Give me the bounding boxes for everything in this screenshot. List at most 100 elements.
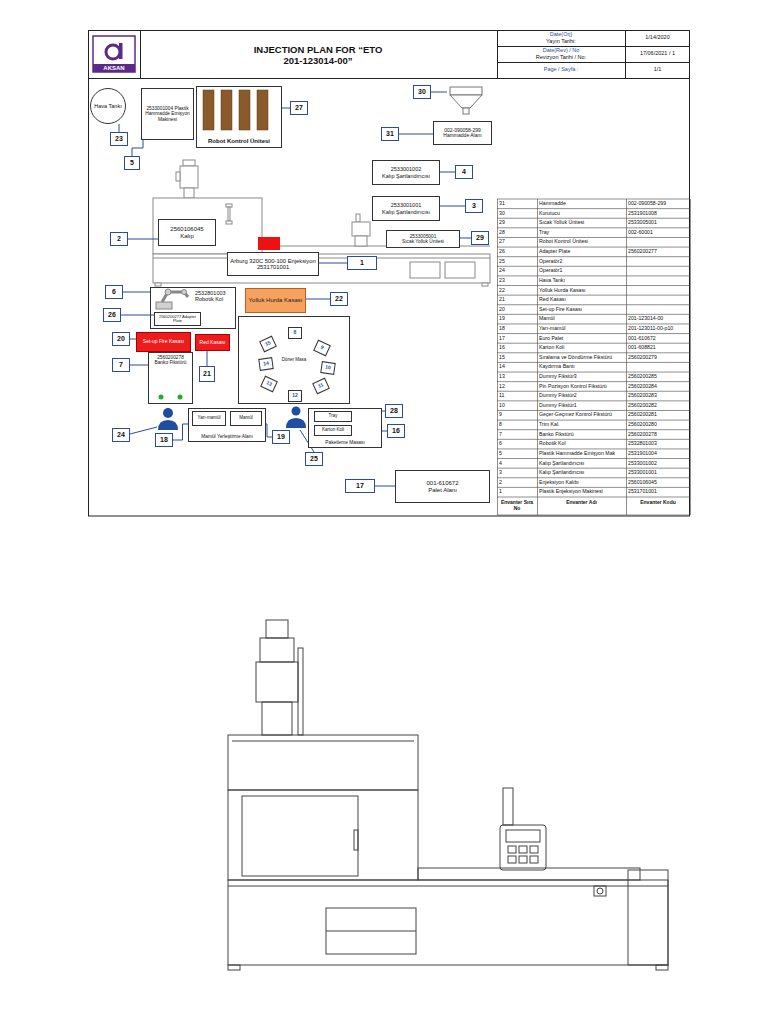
tank-circle: Hava Tankı xyxy=(90,88,126,124)
machine-part xyxy=(482,283,488,286)
node-text: Kalıp Şartlandırıcısı xyxy=(382,209,430,215)
node-text: 20 xyxy=(117,335,125,343)
table-cell: Geçer-Geçmez Kontrol Fikstürü xyxy=(537,410,626,420)
table-cell: 2560200285 xyxy=(626,372,690,382)
table-cell: 17 xyxy=(497,334,537,344)
fixture-number: 15 xyxy=(259,336,277,353)
table-cell: Sıralama ve Döndürme Fikstürü xyxy=(537,353,626,363)
table-rule xyxy=(497,420,690,421)
machine-part xyxy=(354,830,358,850)
table-cell: 7 xyxy=(497,430,537,440)
machine-foot xyxy=(656,965,668,970)
inventory-grid xyxy=(497,199,691,515)
node-text: 13 xyxy=(265,380,272,387)
robot-joint xyxy=(165,289,171,295)
callout-number: 17 xyxy=(345,479,375,493)
table-cell: 8 xyxy=(497,420,537,430)
table-cell: Yolluk Hurda Kasası xyxy=(537,286,626,296)
layout-box: 2533001001Kalıp Şartlandırıcısı xyxy=(372,196,440,221)
layout-box: Arburg 320C 500-100 Enjeksiyon 253170100… xyxy=(227,252,319,276)
node-text: 2560200277 Adapter Plate xyxy=(157,315,198,324)
table-cell: Banko Fikstürü xyxy=(537,430,626,440)
table-rule xyxy=(626,199,627,515)
leader-connector xyxy=(119,124,120,132)
callout-number: 21 xyxy=(199,366,215,382)
machine-part xyxy=(410,262,440,278)
table-cell: 001-610672 xyxy=(626,334,690,344)
logo-band xyxy=(93,64,135,72)
table-cell: 201-123011-00-p10 xyxy=(626,324,690,334)
table-cell: Euro Palet xyxy=(537,334,626,344)
robot-joint xyxy=(182,290,187,295)
table-cell: Sıcak Yolluk Ünitesi xyxy=(537,218,626,228)
table-cell: 11 xyxy=(497,391,537,401)
table-rule xyxy=(497,237,690,238)
leader-line xyxy=(130,427,157,434)
table-cell: 201-123014-00 xyxy=(626,314,690,324)
robot-controller-stripes xyxy=(203,90,268,130)
machine-part xyxy=(445,262,475,278)
table-cell: 13 xyxy=(497,372,537,382)
table-cell: Kalıp Şartlandırıcısı xyxy=(537,459,626,469)
node-text: 2533001004 Plastik Hammadde Emişyon Maki… xyxy=(144,106,191,122)
station-box: Karton Koli xyxy=(314,425,352,436)
table-rule xyxy=(497,199,690,200)
node-text: Robot Kontrol Ünitesi xyxy=(208,138,270,145)
leader-connector xyxy=(130,365,148,366)
fixture-number: 11 xyxy=(312,378,330,395)
node-text: Mamül Yerleştirme Alanı xyxy=(201,434,252,439)
table-cell: 25 xyxy=(497,257,537,267)
table-cell: 6 xyxy=(497,439,537,449)
layout-box: Mamül Yerleştirme AlanıYarı-mamülMamül xyxy=(188,408,266,442)
table-cell: Dummy Fikstür2 xyxy=(537,391,626,401)
table-cell: 2560200281 xyxy=(626,410,690,420)
layout-box: 2560200278Banko Fikstürü xyxy=(148,352,193,404)
node-text: 3 xyxy=(472,202,476,210)
table-cell: Trim Kal. xyxy=(537,420,626,430)
table-cell: 5 xyxy=(497,449,537,459)
header-cell: 17/06/2021 / 1 xyxy=(625,50,690,57)
frame-line xyxy=(625,30,626,78)
node-text: Hammadde Alanı xyxy=(443,133,481,139)
node-text: 9 xyxy=(320,345,325,351)
leader-connector xyxy=(123,292,150,293)
leader-connector xyxy=(128,239,158,240)
layout-box: 2532801003Robotik Kol2560200277 Adapter … xyxy=(150,287,236,329)
table-cell: Karton Koli xyxy=(537,343,626,353)
leader-connector xyxy=(132,140,143,156)
header-cell: Page / Sayfa : xyxy=(497,66,625,73)
node-text: 10 xyxy=(325,365,331,371)
node-text: Sıcak Yolluk Ünitesi xyxy=(402,239,444,244)
header-cell: Revizyon Tarihi / No: xyxy=(497,54,625,61)
layout-box: 2533005001Sıcak Yolluk Ünitesi xyxy=(386,230,460,248)
machine-part xyxy=(242,796,358,876)
callout-number: 30 xyxy=(413,85,431,99)
leader-connector xyxy=(440,206,465,207)
sheet-frame xyxy=(88,30,690,516)
table-rule xyxy=(497,208,690,209)
fixture-number: 9 xyxy=(313,340,331,357)
table-cell: 31 xyxy=(497,199,537,209)
table-rule xyxy=(497,391,690,392)
table-cell: Mamül xyxy=(537,314,626,324)
table-cell: Operatör1 xyxy=(537,266,626,276)
table-cell: Robotik Kol xyxy=(537,439,626,449)
callout-number: 31 xyxy=(381,127,399,141)
frame-line xyxy=(497,46,690,47)
logo-mark xyxy=(106,45,120,59)
table-cell: Pin Pozisyon Kontrol Fikstürü xyxy=(537,382,626,392)
machine-part xyxy=(228,207,230,221)
machine-part xyxy=(326,931,416,932)
callout-number: 27 xyxy=(290,101,308,115)
table-cell: Set-up Fire Kasası xyxy=(537,305,626,315)
callout-number: 5 xyxy=(124,156,140,170)
table-cell: Hammadde xyxy=(537,199,626,209)
table-cell: 26 xyxy=(497,247,537,257)
callout-number: 20 xyxy=(112,332,130,346)
table-cell: 21 xyxy=(497,295,537,305)
table-cell: 2532801003 xyxy=(626,439,690,449)
machine-part xyxy=(228,735,418,790)
table-cell: 19 xyxy=(497,314,537,324)
table-cell: Red Kasası xyxy=(537,295,626,305)
